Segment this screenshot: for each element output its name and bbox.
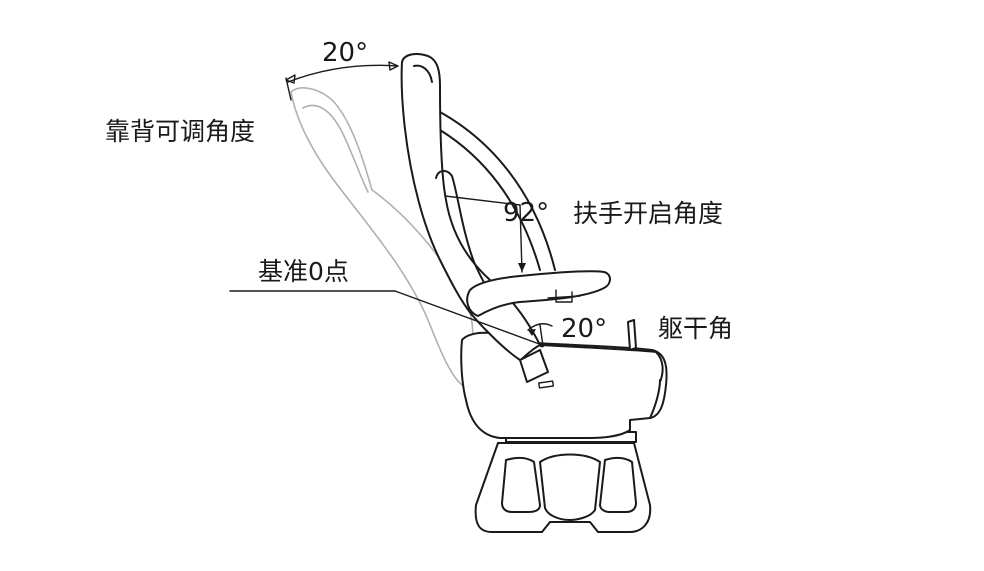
armrest-swing-arcs [439,111,556,273]
backrest-angle-value: 20° [322,38,369,68]
reference-zero-label: 基准0点 [258,257,349,286]
armrest-angle-value: 92° [503,198,550,228]
seat-pedestal [474,431,652,533]
armrest [466,270,611,317]
backrest-adjust-label: 靠背可调角度 [105,117,256,146]
backrest-angle-marker [285,61,399,101]
armrest-open-label: 扶手开启角度 [573,199,724,228]
torso-angle-label: 躯干角 [658,314,734,343]
torso-angle-value: 20° [561,314,608,344]
seat-cushion [460,319,668,439]
torso-angle-marker [527,323,553,347]
